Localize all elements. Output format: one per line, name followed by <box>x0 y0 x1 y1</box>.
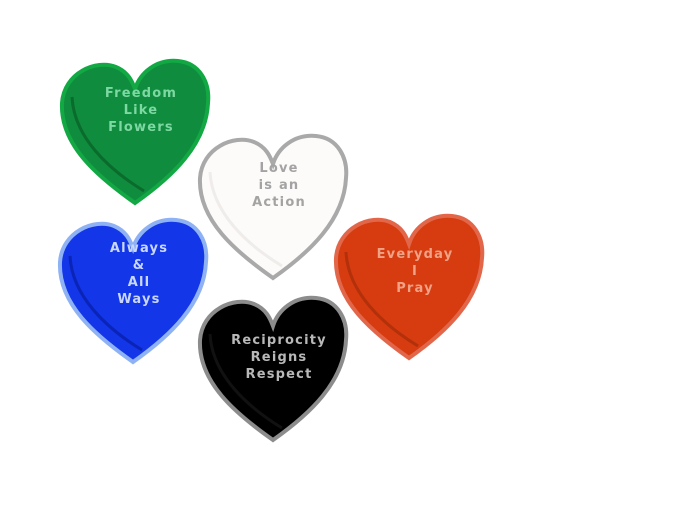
heart-white: Love is an Action <box>196 132 350 286</box>
heart-blue: Always & All Ways <box>56 216 210 370</box>
heart-black: Reciprocity Reigns Respect <box>196 294 350 448</box>
candy-heart-icon <box>333 213 485 361</box>
heart-message: Always & All Ways <box>109 241 169 307</box>
candy-heart-icon <box>57 217 209 365</box>
heart-red: Everyday I Pray <box>332 212 486 366</box>
candy-heart-icon <box>197 295 349 443</box>
heart-message: Love is an Action <box>252 161 306 210</box>
heart-message: Reciprocity Reigns Respect <box>231 333 327 382</box>
candy-heart-icon <box>197 133 349 281</box>
heart-message: Everyday I Pray <box>376 247 454 296</box>
heart-message: Freedom Like Flowers <box>104 86 178 135</box>
heart-green: Freedom Like Flowers <box>58 57 212 211</box>
candy-heart-icon <box>59 58 211 206</box>
